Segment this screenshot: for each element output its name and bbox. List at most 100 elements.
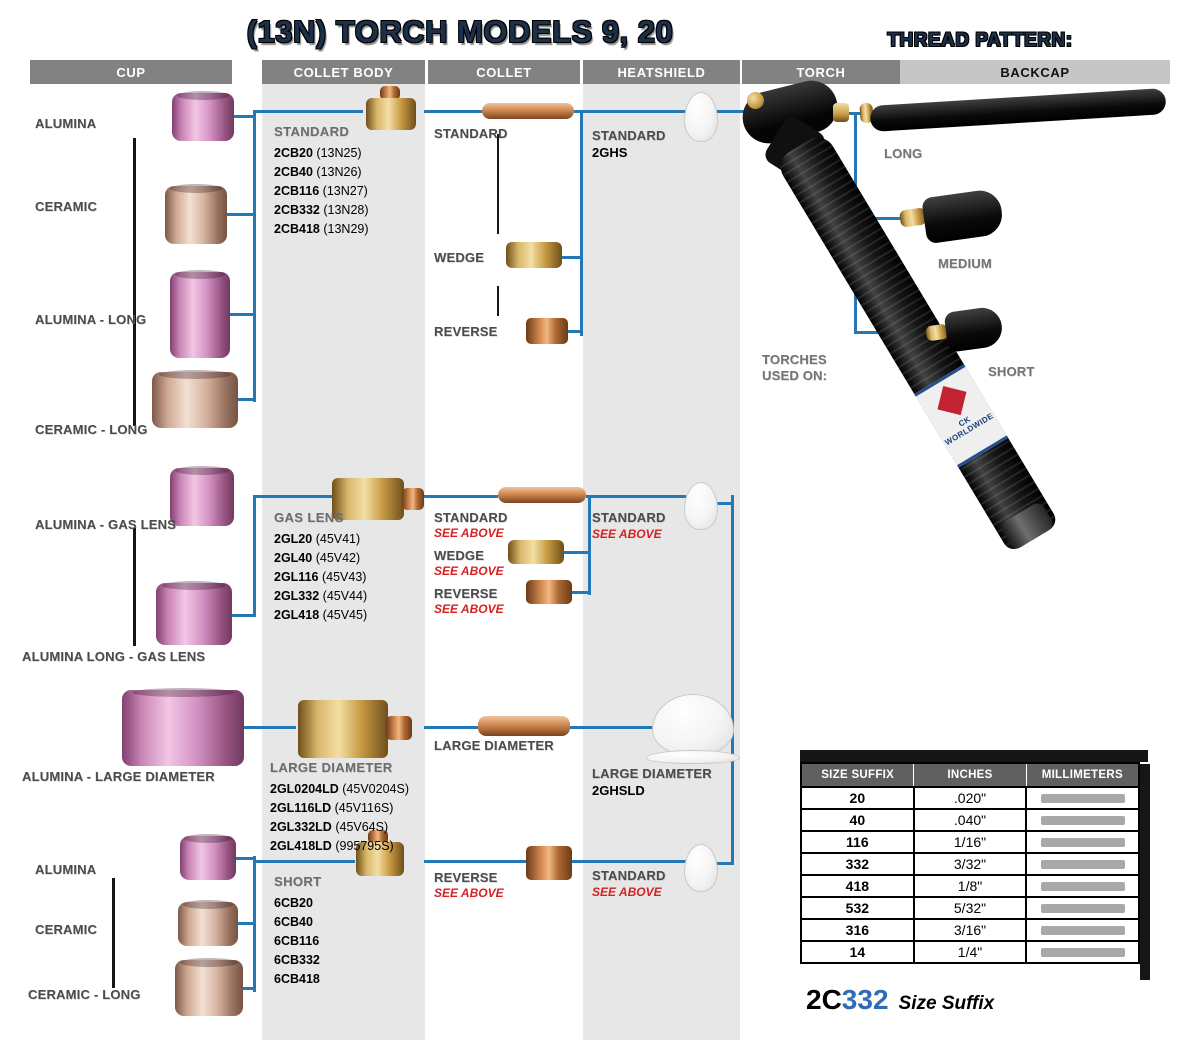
millimeters-redacted-bar (1040, 815, 1125, 825)
table-header-size-suffix: SIZE SUFFIX (802, 764, 915, 786)
table-side-bar (1140, 764, 1150, 980)
column-header-heatshield: HEATSHIELD (583, 60, 740, 84)
connector-line (560, 256, 580, 259)
connector-line (570, 726, 654, 729)
connector-line (424, 726, 478, 729)
cup-label: CERAMIC - LONG (35, 422, 148, 437)
millimeters-redacted-bar (1040, 925, 1125, 935)
connector-line (424, 495, 498, 498)
part-number: 6CB20 (274, 896, 313, 910)
backcap-short-image (943, 305, 1005, 353)
heatshield-large-diameter-image (652, 694, 734, 756)
part-number: 6CB332 (274, 953, 320, 967)
heatshield-item: STANDARD 2GHS (592, 128, 666, 160)
collet-body-group-standard: STANDARD 2CB20 (13N25) 2CB40 (13N26) 2CB… (274, 124, 426, 239)
connector-line (253, 110, 256, 402)
group-title: SHORT (274, 874, 322, 889)
collet-body-short-image (356, 842, 404, 876)
connector-line (253, 110, 363, 113)
connector-line (253, 495, 256, 617)
heatshield-item: LARGE DIAMETER 2GHSLD (592, 766, 712, 798)
part-number: 2CB116 (13N27) (274, 184, 368, 198)
connector-line (236, 857, 253, 860)
table-row: 40 .040" (802, 808, 1138, 830)
connector-line (580, 110, 583, 336)
collet-item: STANDARD (434, 126, 508, 141)
part-number: 6CB418 (274, 972, 320, 986)
cup-alumina-short-image (180, 834, 236, 880)
ck-logo-band: CK WORLDWIDE (914, 364, 1009, 468)
group-title: GAS LENS (274, 510, 344, 525)
part-number: 2GL116LD (45V116S) (270, 801, 394, 815)
heatshield-item: STANDARD SEE ABOVE (592, 868, 666, 899)
cup-ceramic-short-image (178, 900, 238, 946)
table-header-inches: INCHES (914, 764, 1027, 786)
heatshield-standard-image (684, 482, 718, 530)
collet-body-short-image (368, 830, 388, 844)
collet-body-group-short: SHORT 6CB20 6CB40 6CB116 6CB332 6CB418 (274, 874, 426, 989)
part-number: 2GL20 (45V41) (274, 532, 361, 546)
table-row: 418 1/8" (802, 874, 1138, 896)
cup-label: ALUMINA - LARGE DIAMETER (22, 769, 215, 784)
collet-item: LARGE DIAMETER (434, 738, 554, 753)
connector-line (566, 330, 580, 333)
backcap-label: LONG (884, 146, 923, 161)
connector-line (586, 495, 686, 498)
table-row: 316 3/16" (802, 918, 1138, 940)
cup-label: CERAMIC (35, 199, 98, 214)
connector-line (133, 138, 136, 426)
millimeters-redacted-bar (1040, 947, 1125, 957)
cup-label: ALUMINA (35, 116, 97, 131)
connector-line (497, 134, 499, 234)
connector-line (228, 313, 253, 316)
collet-wedge-image (508, 540, 564, 564)
page-title: (13N) TORCH MODELS 9, 20 (246, 14, 674, 49)
cup-alumina-long-image (170, 270, 230, 358)
group-title: STANDARD (274, 124, 350, 139)
ck-diamond-logo-icon (937, 386, 967, 416)
backcap-label: MEDIUM (938, 256, 992, 271)
cup-alumina-gas-lens-image (170, 466, 234, 526)
torch-electrode-tip-image (747, 92, 764, 109)
part-number: 2GL116 (45V43) (274, 570, 367, 584)
backcap-medium-image (921, 187, 1005, 245)
heatshield-large-diameter-image (646, 750, 740, 764)
collet-body-group-gas-lens: GAS LENS 2GL20 (45V41) 2GL40 (45V42) 2GL… (274, 510, 426, 625)
torch-backcap-thread-image (833, 103, 849, 122)
table-top-bar (800, 750, 1148, 762)
part-number: 6CB116 (274, 934, 320, 948)
collet-body-large-diameter-image (298, 700, 388, 758)
connector-line (232, 614, 253, 617)
collet-reverse-image (526, 846, 572, 880)
column-header-backcap: BACKCAP (900, 60, 1170, 84)
cup-label: ALUMINA - LONG (35, 312, 147, 327)
cup-alumina-image (172, 91, 234, 141)
table-row: 532 5/32" (802, 896, 1138, 918)
connector-line (133, 528, 136, 646)
connector-line (716, 502, 731, 505)
example-prefix: 2C (806, 984, 842, 1015)
collet-reverse-image (526, 318, 568, 344)
size-suffix-table: SIZE SUFFIX INCHES MILLIMETERS 20 .020" … (800, 762, 1140, 964)
collet-large-diameter-image (478, 716, 570, 736)
collet-body-gas-lens-image (332, 478, 404, 520)
collet-body-panel (262, 60, 425, 1040)
cup-label: CERAMIC (35, 922, 98, 937)
part-number: 2CB418 (13N29) (274, 222, 369, 236)
torch-caption-line2: USED ON: (762, 368, 828, 383)
millimeters-redacted-bar (1040, 859, 1125, 869)
group-title: LARGE DIAMETER (270, 760, 393, 775)
connector-line (253, 856, 256, 992)
cup-ceramic-long-short-image (175, 958, 243, 1016)
cup-alumina-long-gas-lens-image (156, 581, 232, 645)
column-header-collet: COLLET (428, 60, 580, 84)
connector-line (564, 551, 588, 554)
millimeters-redacted-bar (1040, 793, 1125, 803)
connector-line (244, 726, 296, 729)
thread-pattern-title: THREAD PATTERN: (887, 30, 1073, 51)
cup-label: ALUMINA (35, 862, 97, 877)
connector-line (854, 217, 904, 220)
